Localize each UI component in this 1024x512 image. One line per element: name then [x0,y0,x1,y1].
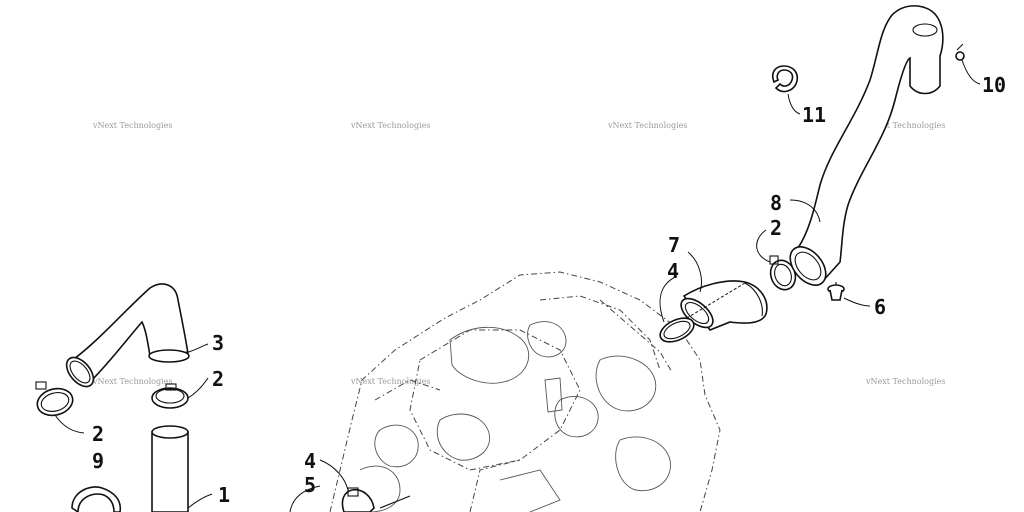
callout-2: 2 [92,422,104,446]
watermark: vNext Technologies [92,121,172,130]
callout-1: 1 [218,483,230,507]
watermarks: vNext Technologies vNext Technologies vN… [92,121,945,386]
watermark: vNext Technologies [92,377,172,386]
part-9-snap-ring [71,486,122,512]
callout-7: 7 [668,233,680,257]
callout-3: 3 [212,331,224,355]
watermark: vNext Technologies [865,121,945,130]
callout-10: 10 [982,73,1006,97]
watermark: vNext Technologies [350,121,430,130]
callout-2: 2 [770,216,782,240]
watermark: vNext Technologies [350,377,430,386]
callout-2: 2 [212,367,224,391]
callout-labels: 1 2 2 2 3 4 4 5 6 7 8 9 10 11 [92,73,1006,507]
callout-4: 4 [304,449,316,473]
part-11-ring [771,65,799,93]
part-8-intake-tube [789,5,944,290]
part-2-clamp [35,381,74,417]
part-1-tube [151,425,189,512]
part-7-elbow-hose [680,280,768,331]
callout-6: 6 [874,295,886,319]
part-6-plug [827,284,845,301]
part-3-elbow-hose [65,283,190,388]
callout-4: 4 [667,259,679,283]
part-4-clamp [341,487,411,512]
part-4-o-ring [659,317,695,343]
engine-block [329,271,721,512]
watermark: vNext Technologies [865,377,945,386]
part-2-clamp [151,383,189,409]
callout-5: 5 [304,473,316,497]
callout-8: 8 [770,191,782,215]
part-10-screw [955,43,965,61]
callout-9: 9 [92,449,104,473]
callout-11: 11 [802,103,826,127]
leader-lines [54,59,981,512]
watermark: vNext Technologies [607,121,687,130]
